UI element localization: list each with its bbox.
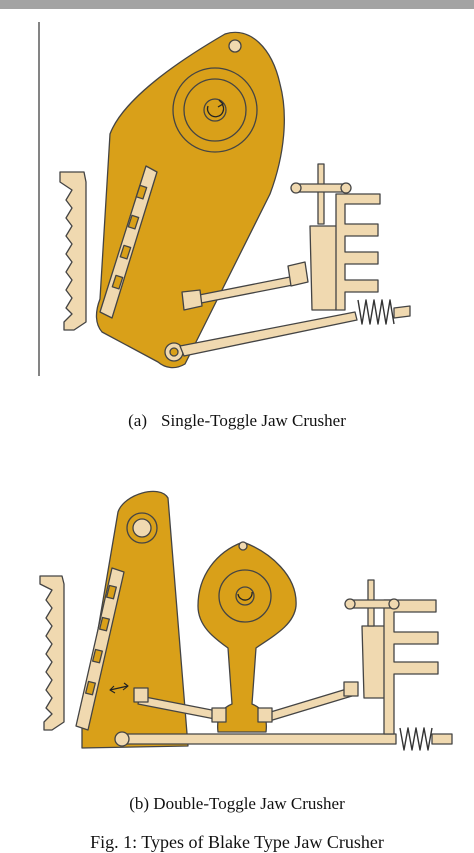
toggle-seat-left [181,289,203,311]
tension-spring [399,727,433,751]
adjusting-screw [317,163,325,225]
swing-jaw [81,490,189,749]
pitman-top-hole [238,541,248,551]
tension-spring [357,299,395,325]
eccentric-inner [235,586,255,606]
crusher-frame [383,599,439,735]
tension-rod [119,733,397,745]
rotation-arrow-icon [206,103,225,118]
toggle-seat-3 [257,707,273,723]
tension-rod [179,311,358,357]
crusher-frame [335,193,381,311]
figure-caption: Fig. 1: Types of Blake Type Jaw Crusher [90,832,384,852]
bolt-hole [228,39,242,53]
toggle-seat-2 [211,707,227,723]
adjusting-handle [295,183,347,193]
back-toggle-plate [263,687,353,723]
eccentric-mid [183,78,247,142]
fixed-jaw-plate [59,171,87,331]
adjusting-handle [349,599,395,609]
liner-teeth [84,584,117,696]
single-toggle-diagram [38,22,411,376]
top-rule [0,0,474,9]
caption-panel-a: (a) Single-Toggle Jaw Crusher [0,411,474,431]
caption-panel-b: (b) Double-Toggle Jaw Crusher [0,794,474,814]
liner-teeth [111,184,148,290]
panel-a-label: (a) [128,411,148,430]
fixed-jaw-plate [39,575,65,731]
rod-pivot [114,731,130,747]
toggle-seat-right [287,261,309,287]
double-toggle-diagram [39,490,453,751]
toggle-seat-4 [343,681,359,697]
toggle-seat-1 [133,687,149,703]
motion-arrow-icon [109,685,129,691]
panel-a-title: Single-Toggle Jaw Crusher [161,411,346,430]
panel-b-title: (b) Double-Toggle Jaw Crusher [129,794,345,813]
rotation-arrow-icon [237,591,253,601]
